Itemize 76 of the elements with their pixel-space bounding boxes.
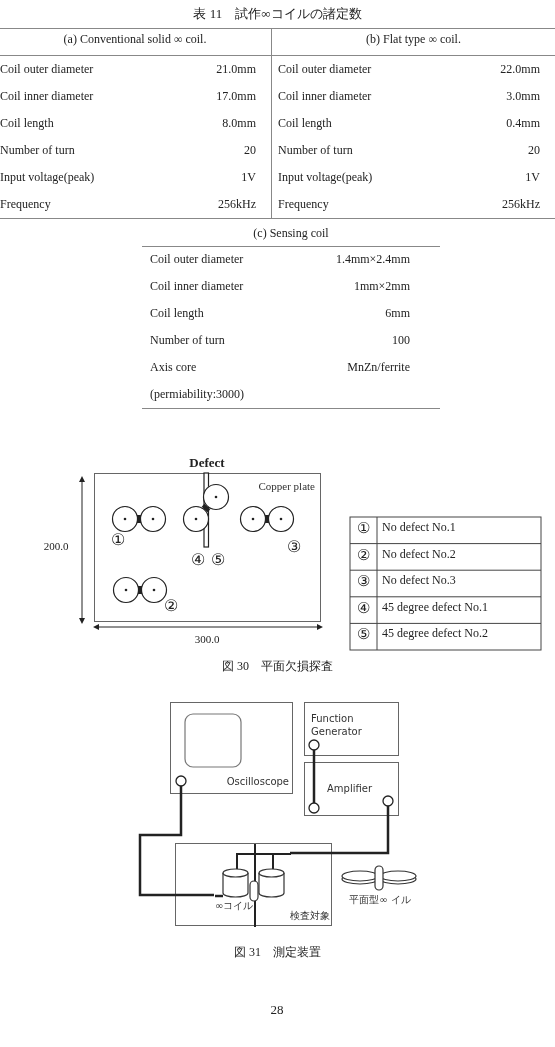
position-number: ④ bbox=[190, 550, 206, 570]
parameter-value: 1V bbox=[240, 170, 256, 185]
cable-line bbox=[312, 756, 316, 762]
parameter-name: Coil length bbox=[150, 306, 205, 321]
parameter-name: Coil inner diameter bbox=[278, 89, 373, 104]
parameter-value: 1V bbox=[524, 170, 540, 185]
parameter-value: 22.0mm bbox=[499, 62, 540, 77]
plate-label: Copper plate bbox=[257, 480, 315, 494]
legend-text: No defect No.1 bbox=[382, 520, 457, 535]
device-label: Function Generator bbox=[311, 713, 363, 738]
device-label: ∞コイル bbox=[215, 900, 255, 913]
device-label: Oscilloscope bbox=[225, 776, 289, 789]
parameter-name: Number of turn bbox=[150, 333, 226, 348]
position-number: ③ bbox=[286, 537, 302, 557]
parameter-name: (permiability:3000) bbox=[150, 387, 245, 402]
parameter-name: Number of turn bbox=[0, 143, 76, 158]
position-number: ② bbox=[163, 596, 179, 616]
parameter-value: 256kHz bbox=[501, 197, 540, 212]
parameter-value: 0.4mm bbox=[505, 116, 540, 131]
position-number: ① bbox=[110, 530, 126, 550]
function-generator-box bbox=[304, 702, 399, 756]
parameter-value: 100 bbox=[391, 333, 410, 348]
defect-label: Defect bbox=[188, 455, 226, 471]
legend-text: 45 degree defect No.2 bbox=[382, 626, 489, 641]
parameter-name: Coil inner diameter bbox=[150, 279, 245, 294]
parameter-name: Coil length bbox=[278, 116, 333, 131]
dimension-value: 200.0 bbox=[42, 540, 70, 554]
parameter-value: 17.0mm bbox=[215, 89, 256, 104]
parameter-name: Coil outer diameter bbox=[278, 62, 373, 77]
figure-caption: 図 31 測定装置 bbox=[233, 945, 322, 960]
figure-eight-coil bbox=[215, 852, 291, 913]
legend-number: ④ bbox=[356, 598, 371, 617]
figure-caption: 図 30 平面欠損探査 bbox=[221, 659, 334, 674]
parameter-value: 1mm×2mm bbox=[352, 279, 410, 294]
parameter-name: Number of turn bbox=[278, 143, 354, 158]
legend-text: No defect No.3 bbox=[382, 573, 457, 588]
page-number: 28 bbox=[269, 1002, 285, 1018]
table-subtitle: (c) Sensing coil bbox=[252, 226, 330, 241]
table-subtitle: (a) Conventional solid ∞ coil. bbox=[62, 32, 208, 47]
table-subtitle: (b) Flat type ∞ coil. bbox=[365, 32, 462, 47]
parameter-value: 8.0mm bbox=[221, 116, 256, 131]
amplifier-box bbox=[304, 762, 399, 816]
parameter-value: 3.0mm bbox=[505, 89, 540, 104]
legend-number: ② bbox=[356, 545, 371, 564]
legend-text: No defect No.2 bbox=[382, 546, 457, 561]
parameter-value: 21.0mm bbox=[215, 62, 256, 77]
copper-plate bbox=[94, 473, 321, 622]
parameter-value: 20 bbox=[243, 143, 256, 158]
parameter-name: Input voltage(peak) bbox=[0, 170, 96, 185]
parameter-value: 1.4mm×2.4mm bbox=[334, 252, 410, 267]
device-label: 平面型∞ イル bbox=[348, 894, 412, 907]
parameter-value: 20 bbox=[527, 143, 540, 158]
parameter-name: Coil outer diameter bbox=[0, 62, 95, 77]
parameter-value: 256kHz bbox=[217, 197, 256, 212]
device-label: Amplifier bbox=[327, 783, 374, 796]
legend-text: 45 degree defect No.1 bbox=[382, 599, 489, 615]
parameter-name: Coil outer diameter bbox=[150, 252, 245, 267]
table-title: 表 11 試作∞コイルの諸定数 bbox=[192, 6, 363, 22]
parameter-value: 6mm bbox=[384, 306, 410, 321]
cable-line bbox=[290, 816, 390, 855]
parameter-name: Axis core bbox=[150, 360, 198, 375]
parameter-value: MnZn/ferrite bbox=[346, 360, 410, 375]
dimension-value: 300.0 bbox=[193, 633, 221, 647]
legend-number: ⑤ bbox=[356, 625, 371, 644]
legend-number: ③ bbox=[356, 572, 371, 591]
parameter-name: Frequency bbox=[0, 197, 52, 212]
position-number: ⑤ bbox=[210, 550, 226, 570]
legend-number: ① bbox=[356, 519, 371, 537]
parameter-name: Frequency bbox=[278, 197, 330, 212]
device-label: 検査対象 bbox=[289, 910, 330, 923]
inspection-target-box bbox=[175, 843, 332, 926]
oscilloscope-box bbox=[170, 702, 293, 794]
parameter-name: Coil length bbox=[0, 116, 55, 131]
cable-line bbox=[138, 794, 214, 897]
parameter-name: Input voltage(peak) bbox=[278, 170, 374, 185]
parameter-name: Coil inner diameter bbox=[0, 89, 95, 104]
